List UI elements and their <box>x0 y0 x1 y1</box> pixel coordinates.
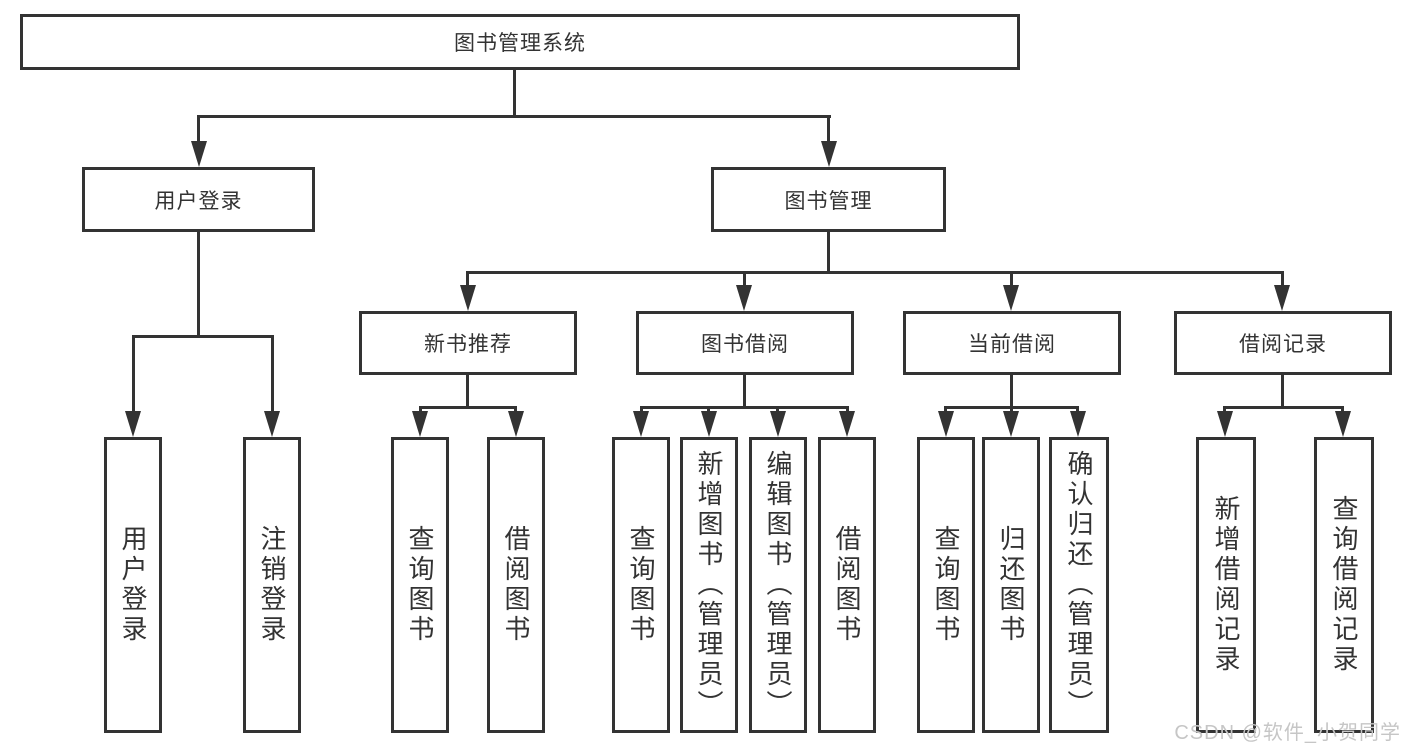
connector-line <box>640 406 643 414</box>
connector-line <box>743 374 746 408</box>
arrow-down-icon <box>191 141 207 167</box>
arrow-down-icon <box>264 411 280 437</box>
connector-line <box>743 271 746 287</box>
arrow-down-icon <box>736 285 752 311</box>
connector-line <box>466 374 469 408</box>
arrow-down-icon <box>1070 411 1086 437</box>
node-root: 图书管理系统 <box>20 14 1020 70</box>
leaf-edit-book-admin: 编辑图书（管理员） <box>749 437 807 733</box>
arrow-down-icon <box>508 411 524 437</box>
connector-line <box>271 335 274 413</box>
node-new-book-recommend: 新书推荐 <box>359 311 577 375</box>
connector-line <box>1341 406 1344 414</box>
arrow-down-icon <box>1217 411 1233 437</box>
arrow-down-icon <box>770 411 786 437</box>
arrow-down-icon <box>1274 285 1290 311</box>
connector-line <box>1010 406 1013 414</box>
arrow-down-icon <box>460 285 476 311</box>
arrow-down-icon <box>938 411 954 437</box>
node-book-borrow: 图书借阅 <box>636 311 854 375</box>
leaf-add-borrow-record: 新增借阅记录 <box>1196 437 1256 733</box>
connector-line <box>197 115 831 118</box>
arrow-down-icon <box>1335 411 1351 437</box>
connector-line <box>197 231 200 337</box>
arrow-down-icon <box>1003 411 1019 437</box>
leaf-return-book: 归还图书 <box>982 437 1040 733</box>
connector-line <box>1281 271 1284 287</box>
connector-line <box>419 406 422 414</box>
leaf-confirm-return-admin: 确认归还（管理员） <box>1049 437 1109 733</box>
arrow-down-icon <box>839 411 855 437</box>
csdn-watermark: CSDN @软件_小贺同学 <box>1174 722 1401 744</box>
connector-line <box>514 406 517 414</box>
connector-line <box>513 69 516 116</box>
leaf-query-book-recommend: 查询图书 <box>391 437 449 733</box>
connector-line <box>132 335 135 413</box>
connector-line <box>1281 374 1284 408</box>
connector-line <box>197 115 200 143</box>
node-borrow-records: 借阅记录 <box>1174 311 1392 375</box>
arrow-down-icon <box>633 411 649 437</box>
connector-line <box>846 406 849 414</box>
arrow-down-icon <box>412 411 428 437</box>
connector-line <box>132 335 274 338</box>
leaf-borrow-book: 借阅图书 <box>818 437 876 733</box>
connector-line <box>1223 406 1344 409</box>
connector-line <box>419 406 517 409</box>
leaf-query-borrow-record: 查询借阅记录 <box>1314 437 1374 733</box>
connector-line <box>1076 406 1079 414</box>
connector-line <box>640 406 849 409</box>
leaf-query-book-current: 查询图书 <box>917 437 975 733</box>
node-current-borrow: 当前借阅 <box>903 311 1121 375</box>
connector-line <box>1010 271 1013 287</box>
arrow-down-icon <box>125 411 141 437</box>
node-user-login: 用户登录 <box>82 167 315 232</box>
connector-line <box>1010 374 1013 408</box>
connector-line <box>827 115 830 143</box>
arrow-down-icon <box>701 411 717 437</box>
leaf-logout: 注销登录 <box>243 437 301 733</box>
leaf-add-book-admin: 新增图书（管理员） <box>680 437 738 733</box>
leaf-user-login: 用户登录 <box>104 437 162 733</box>
connector-line <box>827 231 830 273</box>
arrow-down-icon <box>821 141 837 167</box>
connector-line <box>466 271 1284 274</box>
leaf-borrow-book-recommend: 借阅图书 <box>487 437 545 733</box>
leaf-query-book-borrow: 查询图书 <box>612 437 670 733</box>
connector-line <box>1223 406 1226 414</box>
connector-line <box>466 271 469 287</box>
node-book-management: 图书管理 <box>711 167 946 232</box>
connector-line <box>944 406 947 414</box>
arrow-down-icon <box>1003 285 1019 311</box>
connector-line <box>707 406 710 414</box>
connector-line <box>776 406 779 414</box>
